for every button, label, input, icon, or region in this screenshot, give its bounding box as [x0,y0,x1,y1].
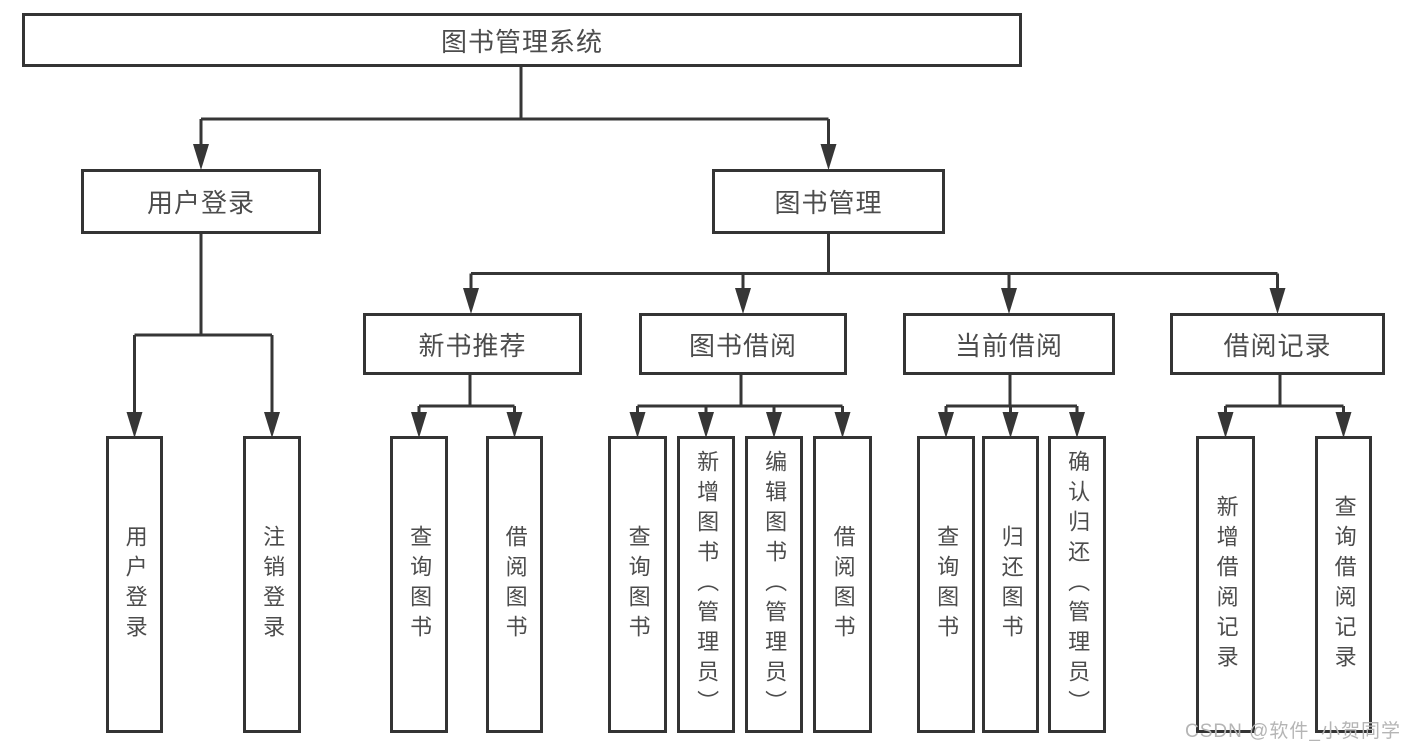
leaf-borrow-book-recommend-label: 借阅图书 [502,524,528,645]
connector-root [199,67,830,146]
leaf-query-book-recommend-label: 查询图书 [407,524,433,645]
leaf-query-book-borrowing: 查询图书 [608,436,667,733]
arrowhead [820,144,837,170]
arrowhead [766,412,782,438]
leaf-query-book-current: 查询图书 [917,436,975,733]
leaf-logout-label: 注销登录 [260,524,286,645]
connector-book-management [469,234,1279,290]
connector-borrowing-records [1224,375,1345,414]
connector-user-login [133,234,274,414]
node-root: 图书管理系统 [22,13,1022,67]
node-user-login-label: 用户登录 [146,188,255,218]
arrowhead [463,288,479,314]
leaf-query-book-current-label: 查询图书 [934,524,960,645]
leaf-confirm-return-admin: 确认归还（管理员） [1048,436,1106,733]
arrowhead [193,144,209,170]
leaf-return-book: 归还图书 [982,436,1039,733]
leaf-user-login: 用户登录 [106,436,163,733]
leaf-edit-book-admin-label: 编辑图书（管理员） [762,449,788,720]
connector-book-borrowing [636,375,844,414]
leaf-query-borrow-record: 查询借阅记录 [1315,436,1372,733]
arrowhead [411,412,427,438]
leaf-add-borrow-record: 新增借阅记录 [1196,436,1255,733]
node-user-login: 用户登录 [81,169,321,234]
arrowhead [629,412,646,438]
node-borrowing-records: 借阅记录 [1170,313,1385,375]
leaf-query-book-recommend: 查询图书 [390,436,448,733]
node-new-book-recommend-label: 新书推荐 [418,330,527,361]
arrowhead [834,412,851,438]
node-new-book-recommend: 新书推荐 [363,313,582,375]
arrowhead [126,412,143,438]
node-book-borrowing: 图书借阅 [639,313,847,375]
node-root-label: 图书管理系统 [440,26,603,57]
leaf-query-borrow-record-label: 查询借阅记录 [1331,494,1357,675]
leaf-return-book-label: 归还图书 [998,524,1024,645]
arrowhead [1002,412,1019,438]
arrowhead [698,412,714,438]
arrowhead [938,412,954,438]
arrowhead [735,288,751,314]
node-book-management-label: 图书管理 [774,188,883,218]
leaf-query-book-borrowing-label: 查询图书 [625,524,651,645]
leaf-add-book-admin-label: 新增图书（管理员） [694,449,720,720]
leaf-user-login-label: 用户登录 [122,524,148,645]
arrowhead [1335,412,1352,438]
node-book-management: 图书管理 [712,169,945,234]
node-current-borrowing-label: 当前借阅 [954,330,1063,361]
leaf-borrow-book-label: 借阅图书 [830,524,856,645]
arrowhead [264,412,280,438]
node-current-borrowing: 当前借阅 [903,313,1115,375]
leaf-confirm-return-admin-label: 确认归还（管理员） [1065,449,1091,720]
arrowhead [1217,412,1234,438]
leaf-add-borrow-record-label: 新增借阅记录 [1213,494,1239,675]
leaf-borrow-book-recommend: 借阅图书 [486,436,543,733]
leaf-add-book-admin: 新增图书（管理员） [677,436,735,733]
leaf-logout: 注销登录 [243,436,301,733]
arrowhead [506,412,523,438]
connector-current-borrowing [944,375,1079,414]
arrowhead [1001,288,1017,314]
arrowhead [1269,288,1286,314]
node-book-borrowing-label: 图书借阅 [688,330,797,361]
leaf-edit-book-admin: 编辑图书（管理员） [745,436,803,733]
csdn-watermark: CSDN @软件_小贺同学 [1185,721,1401,742]
connector-new-book-recommend [417,375,516,414]
arrowhead [1069,412,1085,438]
node-borrowing-records-label: 借阅记录 [1223,330,1332,361]
leaf-borrow-book: 借阅图书 [813,436,872,733]
